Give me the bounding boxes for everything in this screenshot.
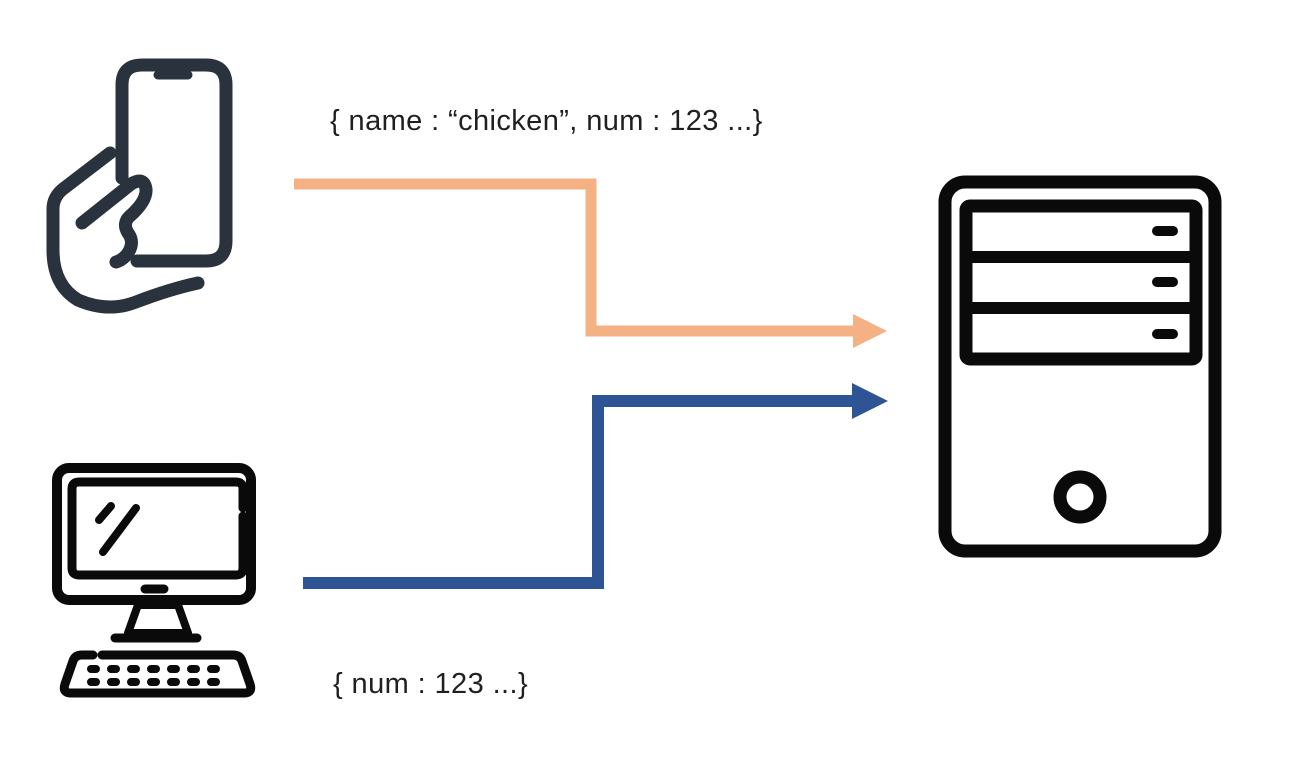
server-case — [938, 175, 1222, 558]
hand-holding-phone-icon — [46, 58, 233, 314]
desktop-request-label: { num : 123 ...} — [333, 668, 529, 700]
keyboard-outline — [59, 650, 256, 698]
phone-body — [115, 58, 233, 268]
mobile-request-arrow — [294, 178, 887, 348]
mobile-request-label: { name : “chicken”, num : 123 ...} — [330, 105, 763, 137]
monitor-frame — [52, 463, 256, 605]
desktop-request-arrow-line — [303, 395, 856, 589]
screen-glare-long — [99, 504, 140, 556]
keyboard-keys — [87, 665, 220, 686]
server-bays-frame — [959, 199, 1203, 366]
monitor-stand — [124, 601, 192, 637]
desktop-request-arrow — [303, 383, 888, 589]
server-icon — [938, 175, 1222, 558]
mobile-request-arrow-head — [853, 314, 887, 348]
hand-thumb — [75, 174, 153, 269]
desktop-computer-icon — [52, 463, 256, 698]
desktop-request-arrow-head — [852, 383, 888, 419]
mobile-request-arrow-line — [294, 178, 856, 337]
monitor-screen — [67, 477, 248, 580]
server-bay-leds — [1152, 226, 1178, 339]
hand-outline — [46, 146, 205, 314]
server-power-button — [1053, 470, 1107, 524]
server-bay-separators — [972, 251, 1190, 314]
screen-glare-short — [95, 502, 115, 524]
